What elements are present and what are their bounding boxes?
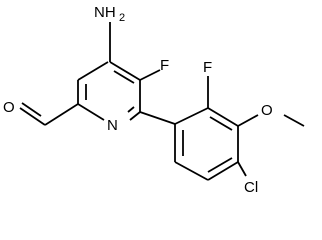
bond: [174, 161, 209, 181]
bond: [77, 103, 105, 121]
bond: [109, 61, 141, 81]
aryl-fluorine-label: F: [203, 59, 212, 76]
molecule-diagram: NH 2 F N O F O Cl: [3, 4, 305, 196]
bond: [207, 107, 239, 127]
chlorine-label: Cl: [244, 179, 258, 196]
aldehyde-oxygen-label: O: [3, 99, 15, 116]
bond: [77, 61, 109, 81]
bond: [207, 161, 239, 181]
bond: [207, 157, 233, 173]
methoxy-oxygen-label: O: [261, 102, 273, 119]
amine-subscript: 2: [119, 12, 125, 24]
bond: [19, 107, 46, 126]
nitrogen-label: N: [107, 117, 118, 134]
structure-canvas: NH 2 F N O F O Cl: [3, 4, 305, 196]
bond: [237, 114, 259, 127]
bond: [44, 103, 79, 126]
amine-label: NH: [94, 4, 116, 21]
bond: [129, 111, 141, 121]
bond: [113, 70, 135, 84]
bond: [209, 116, 233, 131]
bond: [139, 69, 161, 81]
bond: [283, 114, 305, 127]
bond: [237, 161, 247, 177]
bond: [21, 102, 42, 117]
fluorine-label: F: [160, 57, 169, 74]
bond: [139, 111, 176, 125]
bond: [174, 107, 209, 125]
bond: [127, 106, 135, 113]
